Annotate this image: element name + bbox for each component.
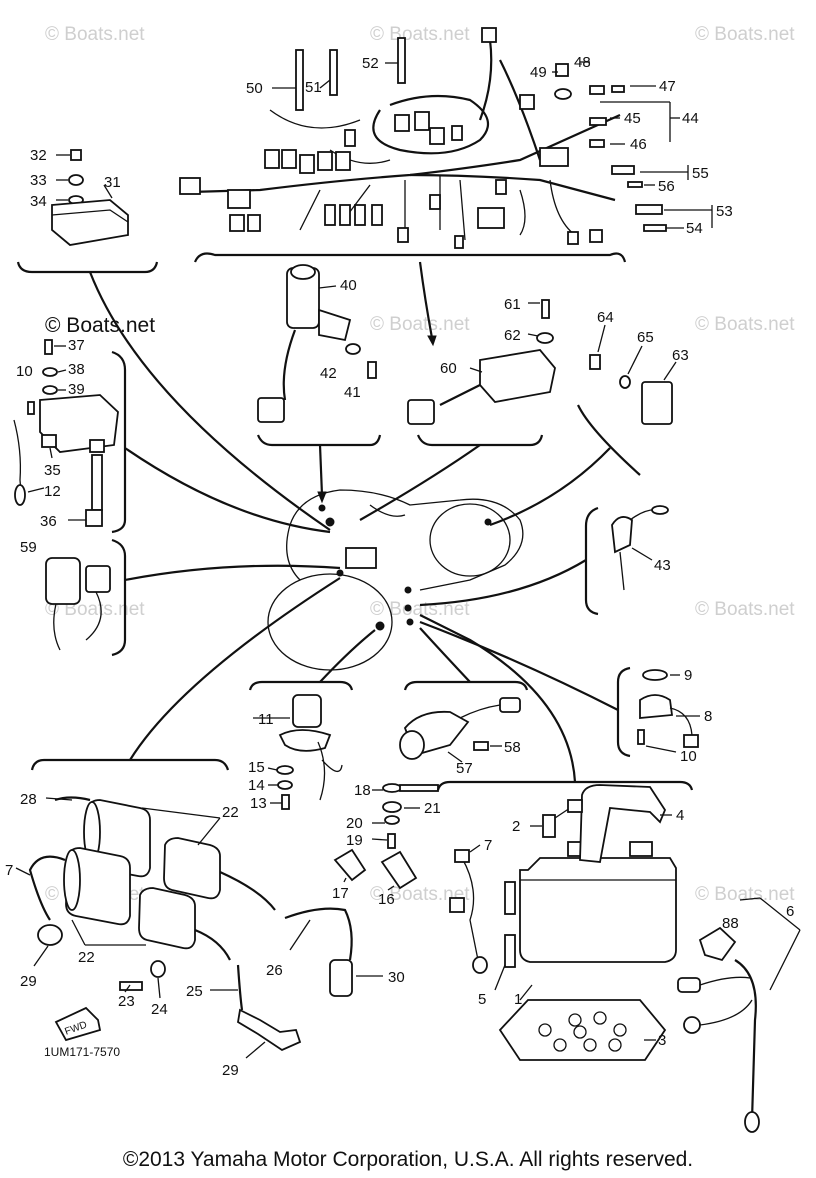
watermark: © Boats.net [695,599,795,620]
part-number-29: 29 [20,973,37,990]
horn-group [419,620,700,758]
ignition-coils-group [15,577,383,1059]
part-number-44: 44 [682,110,699,127]
regulator-group [13,339,331,534]
watermark: © Boats.net [45,24,145,45]
part-number-21: 21 [424,800,441,817]
part-number-19: 19 [346,832,363,849]
ignition-coil-lead-group [419,505,669,616]
part-number-88: 88 [722,915,739,932]
copyright-notice: ©2013 Yamaha Motor Corporation, U.S.A. A… [122,1148,694,1171]
part-number-2: 2 [512,818,520,835]
part-number-16: 16 [378,891,395,908]
part-number-60: 60 [440,360,457,377]
battery-group [419,614,801,1133]
watermark: © Boats.net [695,314,795,335]
part-number-15: 15 [248,759,265,776]
part-number-7: 7 [5,862,13,879]
part-number-31: 31 [104,174,121,191]
part-number-42: 42 [320,365,337,382]
part-number-24: 24 [151,1001,168,1018]
part-number-51: 51 [305,79,322,96]
part-number-50: 50 [246,80,263,97]
part-number-62: 62 [504,327,521,344]
part-number-59: 59 [20,539,37,556]
part-number-43: 43 [654,557,671,574]
part-number-11: 11 [258,711,274,728]
part-number-9: 9 [684,667,692,684]
part-number-3: 3 [658,1032,666,1049]
part-number-30: 30 [388,969,405,986]
starter-relay-group [399,627,529,763]
part-number-64: 64 [597,309,614,326]
part-number-52: 52 [362,55,379,72]
part-number-39: 39 [68,381,85,398]
spark-plug-group [333,783,439,891]
part-number-29: 29 [222,1062,239,1079]
part-number-18: 18 [354,782,371,799]
part-number-53: 53 [716,203,733,220]
part-number-12: 12 [44,483,61,500]
part-number-25: 25 [186,983,203,1000]
part-number-17: 17 [332,885,349,902]
part-number-40: 40 [340,277,357,294]
watermark: © Boats.net [370,884,470,905]
part-number-47: 47 [659,78,676,95]
part-number-55: 55 [692,165,709,182]
main-switch-group [256,264,382,504]
neutral-switch-group [248,629,376,810]
part-number-38: 38 [68,361,85,378]
watermark: © Boats.net [695,884,795,905]
part-number-65: 65 [637,329,654,346]
part-number-14: 14 [248,777,265,794]
part-number-35: 35 [44,462,61,479]
watermark: © Boats.net [370,599,470,620]
part-number-4: 4 [676,807,684,824]
part-number-28: 28 [20,791,37,808]
part-number-36: 36 [40,513,57,530]
part-number-20: 20 [346,815,363,832]
part-number-22: 22 [222,804,239,821]
part-number-61: 61 [504,296,521,313]
diagram-code: 1UM171-7570 [44,1045,120,1059]
relay-group [359,299,556,521]
part-number-45: 45 [624,110,641,127]
part-number-63: 63 [672,347,689,364]
part-number-10: 10 [680,748,697,765]
part-number-56: 56 [658,178,675,195]
watermarks: © Boats.net © Boats.net © Boats.net © Bo… [45,24,795,905]
watermark-dark: © Boats.net [45,314,155,337]
unit-59-group [45,538,341,657]
part-number-6: 6 [786,903,794,920]
watermark: © Boats.net [370,24,470,45]
vehicle-silhouette [267,489,524,671]
part-number-13: 13 [250,795,267,812]
wire-harness-group [179,27,713,347]
part-number-7: 7 [484,837,492,854]
part-number-49: 49 [530,64,547,81]
part-number-5: 5 [478,991,486,1008]
part-number-48: 48 [574,54,591,71]
flasher-group [489,324,677,527]
part-number-37: 37 [68,337,85,354]
part-number-32: 32 [30,147,47,164]
part-number-10: 10 [16,363,33,380]
part-number-23: 23 [118,993,135,1010]
watermark: © Boats.net [370,314,470,335]
part-number-46: 46 [630,136,647,153]
part-number-34: 34 [30,193,47,210]
cdi-unit-group [16,149,331,531]
part-number-54: 54 [686,220,703,237]
watermark: © Boats.net [695,24,795,45]
part-number-58: 58 [504,739,521,756]
part-number-57: 57 [456,760,473,777]
part-number-41: 41 [344,384,361,401]
part-number-26: 26 [266,962,283,979]
part-number-33: 33 [30,172,47,189]
part-number-22: 22 [78,949,95,966]
part-number-8: 8 [704,708,712,725]
part-number-1: 1 [514,991,522,1008]
